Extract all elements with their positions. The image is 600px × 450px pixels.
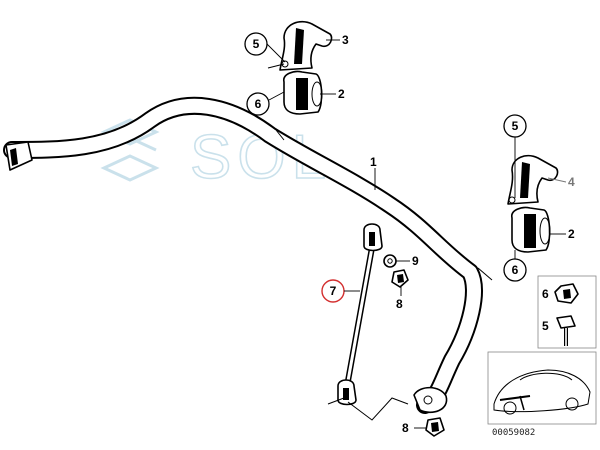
callout-3-label: 3 — [342, 33, 349, 47]
upper-nut — [391, 269, 409, 288]
callout-4-label: 4 — [568, 175, 575, 189]
legend-label-5-text: 5 — [542, 319, 549, 333]
callout-8-lower: 8 — [402, 421, 427, 435]
callout-2-right-label: 2 — [568, 227, 575, 241]
callout-1-label: 1 — [370, 155, 377, 169]
upper-bracket-assembly — [267, 20, 333, 71]
callout-8-upper-label: 8 — [396, 297, 403, 311]
callout-6-top-label: 6 — [255, 97, 262, 111]
washer — [383, 254, 397, 268]
right-bushing — [511, 206, 551, 253]
callout-3: 3 — [326, 33, 349, 47]
legend-label-5: 5 — [542, 319, 549, 333]
callout-2-right: 2 — [550, 227, 575, 241]
callout-7-label: 7 — [330, 284, 337, 298]
legend-label-6: 6 — [542, 287, 549, 301]
callout-1: 1 — [370, 155, 377, 190]
stabilizer-link — [327, 223, 383, 406]
callout-5-top-label: 5 — [253, 37, 260, 51]
right-bracket-assembly — [507, 154, 567, 205]
upper-bushing — [283, 70, 323, 115]
callout-7: 7 — [321, 279, 360, 303]
vehicle-location-inset — [487, 351, 597, 425]
callout-2-top-label: 2 — [338, 87, 345, 101]
callout-5-right-label: 5 — [512, 119, 519, 133]
hardware-legend — [537, 275, 597, 349]
guide-zigzag — [347, 397, 409, 421]
callout-5-right: 5 — [503, 114, 527, 198]
lower-nut — [425, 417, 445, 437]
callout-9-label: 9 — [412, 254, 419, 268]
callout-6-right-label: 6 — [512, 263, 519, 277]
callout-2-top: 2 — [320, 87, 345, 101]
callout-6-right: 6 — [503, 250, 527, 282]
stabilizer-bar — [3, 96, 493, 414]
callout-4: 4 — [568, 175, 575, 189]
callout-8-upper: 8 — [396, 287, 403, 311]
callout-6-top: 6 — [246, 91, 285, 116]
reference-code: 00059082 — [492, 428, 535, 438]
callout-5-top: 5 — [244, 32, 286, 63]
callout-8-lower-label: 8 — [402, 421, 409, 435]
legend-label-6-text: 6 — [542, 287, 549, 301]
callout-9: 9 — [396, 254, 419, 268]
